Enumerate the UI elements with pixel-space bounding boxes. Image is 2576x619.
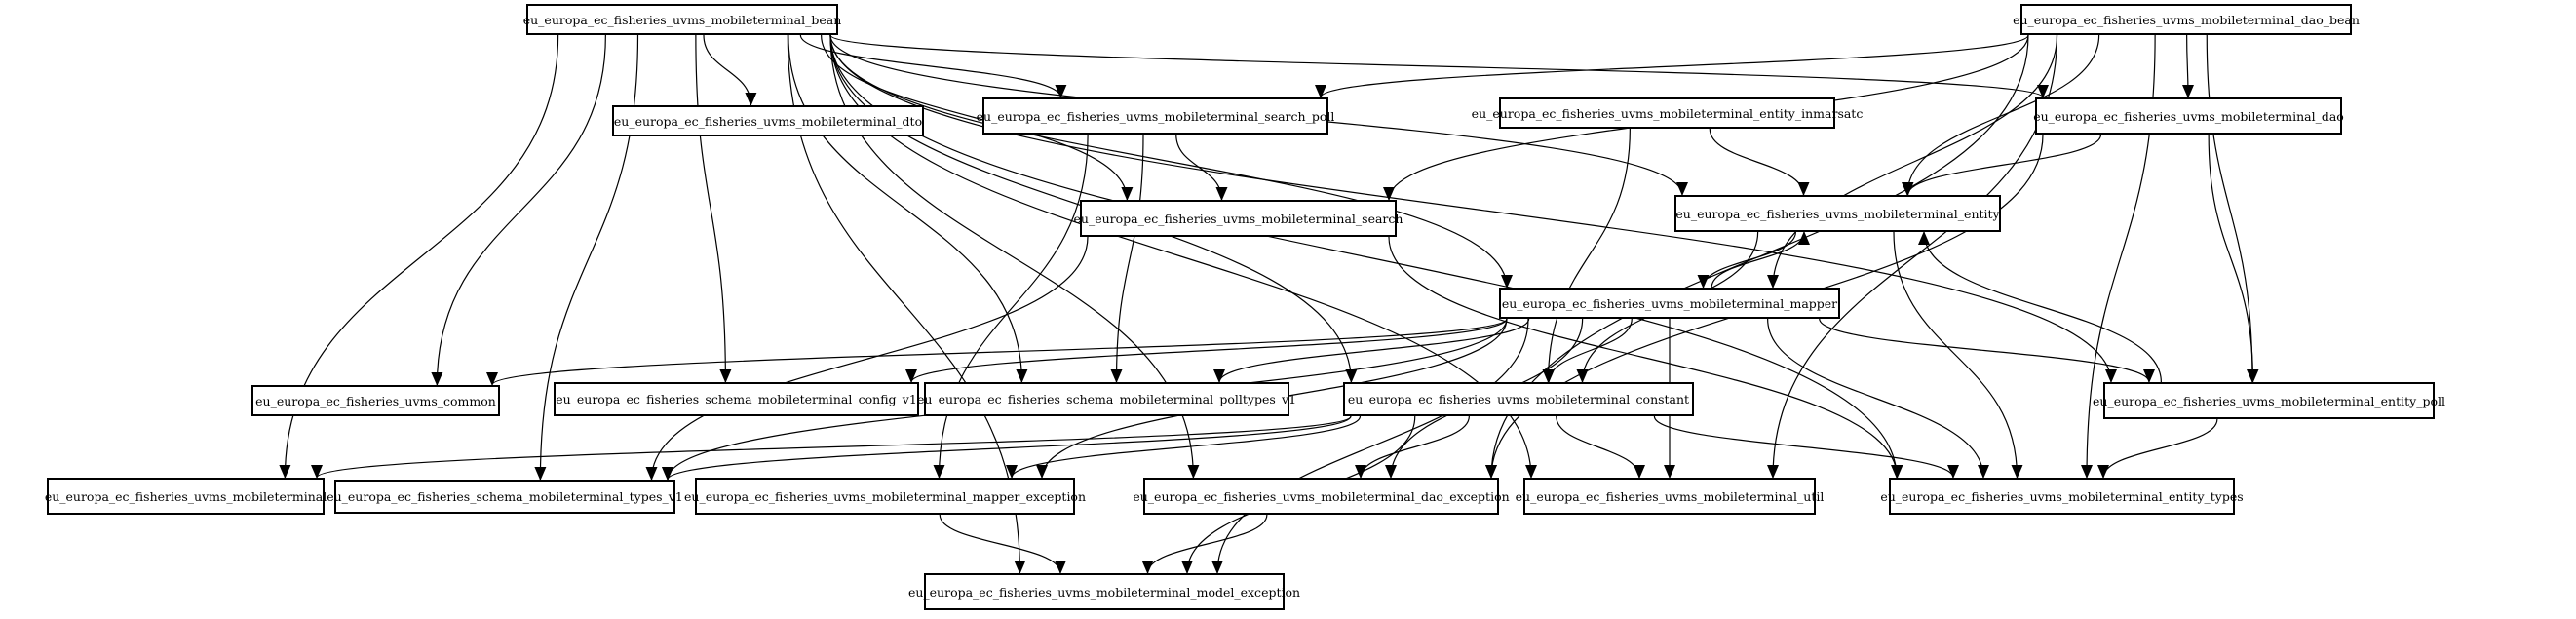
node-label: eu_europa_ec_fisheries_uvms_mobiletermin… bbox=[976, 108, 1335, 124]
node-constant: eu_europa_ec_fisheries_uvms_mobiletermin… bbox=[1343, 382, 1694, 416]
edge-dao-to-entity_poll bbox=[2208, 134, 2259, 383]
edge-search_poll-to-mapper_exception bbox=[933, 134, 1089, 479]
node-bean: eu_europa_ec_fisheries_uvms_mobiletermin… bbox=[523, 4, 841, 35]
edge-dao_bean-to-search_poll bbox=[1315, 34, 2029, 98]
edge-mapper-to-entity bbox=[1711, 231, 1810, 289]
node-config-v1: eu_europa_ec_fisheries_schema_mobileterm… bbox=[554, 382, 919, 416]
edge-search-to-entity_types bbox=[1388, 236, 1903, 479]
edge-mapper_exception-to-model_exception bbox=[939, 514, 1066, 574]
node-mobileterminal: eu_europa_ec_fisheries_uvms_mobiletermin… bbox=[44, 478, 327, 515]
node-label: eu_europa_ec_fisheries_uvms_mobiletermin… bbox=[613, 113, 923, 129]
edge-mapper-to-model_exception bbox=[1211, 318, 1529, 574]
edge-mapper-to-common bbox=[486, 318, 1508, 386]
node-label: eu_europa_ec_fisheries_uvms_mobiletermin… bbox=[1471, 105, 1864, 121]
node-mapper-exception: eu_europa_ec_fisheries_uvms_mobiletermin… bbox=[684, 478, 1086, 515]
node-label: eu_europa_ec_fisheries_uvms_mobiletermin… bbox=[2033, 108, 2344, 124]
node-label: eu_europa_ec_fisheries_uvms_mobiletermin… bbox=[684, 488, 1087, 504]
edge-constant-to-mobileterminal bbox=[311, 415, 1352, 479]
node-util: eu_europa_ec_fisheries_uvms_mobiletermin… bbox=[1516, 478, 1824, 515]
node-entity-inmarsatc: eu_europa_ec_fisheries_uvms_mobiletermin… bbox=[1472, 97, 1863, 129]
node-common: eu_europa_ec_fisheries_uvms_common bbox=[251, 385, 500, 416]
node-label: eu_europa_ec_fisheries_schema_mobileterm… bbox=[327, 489, 683, 504]
node-label: eu_europa_ec_fisheries_schema_mobileterm… bbox=[556, 392, 917, 406]
node-dto: eu_europa_ec_fisheries_uvms_mobiletermin… bbox=[612, 105, 924, 136]
node-label: eu_europa_ec_fisheries_uvms_mobiletermin… bbox=[1880, 488, 2244, 504]
edge-dao-to-entity bbox=[1902, 134, 2102, 196]
edge-entity_poll-to-entity bbox=[1918, 231, 2162, 383]
edge-entity-to-entity_types bbox=[1893, 231, 2023, 479]
edge-mapper-to-config_v1 bbox=[905, 318, 1508, 383]
node-entity: eu_europa_ec_fisheries_uvms_mobiletermin… bbox=[1674, 195, 2001, 232]
edge-dao_bean-to-entity bbox=[1902, 34, 2100, 196]
edge-dao_bean-to-entity_poll bbox=[2206, 34, 2258, 383]
node-dao-bean: eu_europa_ec_fisheries_uvms_mobiletermin… bbox=[2013, 4, 2360, 35]
edge-entity-to-mapper bbox=[1697, 231, 1796, 289]
node-label: eu_europa_ec_fisheries_schema_mobileterm… bbox=[916, 392, 1297, 406]
node-label: eu_europa_ec_fisheries_uvms_mobiletermin… bbox=[1675, 206, 2000, 221]
edge-entity_inmarsatc-to-constant bbox=[1542, 128, 1631, 383]
node-mapper: eu_europa_ec_fisheries_uvms_mobiletermin… bbox=[1499, 288, 1840, 319]
edge-entity_poll-to-entity_types bbox=[2097, 418, 2218, 479]
node-search: eu_europa_ec_fisheries_uvms_mobiletermin… bbox=[1074, 200, 1403, 237]
node-types-v1: eu_europa_ec_fisheries_schema_mobileterm… bbox=[327, 480, 683, 514]
edge-dao_exception-to-model_exception bbox=[1141, 514, 1268, 574]
node-label: eu_europa_ec_fisheries_uvms_mobiletermin… bbox=[2093, 393, 2445, 408]
node-entity-poll: eu_europa_ec_fisheries_uvms_mobiletermin… bbox=[2093, 382, 2445, 419]
node-label: eu_europa_ec_fisheries_uvms_mobiletermin… bbox=[1501, 295, 1838, 311]
edge-bean-to-common bbox=[431, 34, 606, 386]
node-label: eu_europa_ec_fisheries_uvms_mobiletermin… bbox=[1073, 211, 1403, 226]
edge-dao_bean-to-mapper bbox=[1767, 34, 2058, 289]
node-label: eu_europa_ec_fisheries_uvms_mobiletermin… bbox=[2013, 12, 2360, 27]
node-label: eu_europa_ec_fisheries_uvms_mobiletermin… bbox=[1347, 392, 1690, 406]
edge-constant-to-mapper_exception bbox=[1006, 415, 1362, 479]
node-label: eu_europa_ec_fisheries_uvms_mobiletermin… bbox=[522, 12, 842, 27]
node-search-poll: eu_europa_ec_fisheries_uvms_mobiletermin… bbox=[977, 97, 1334, 135]
node-model-exception: eu_europa_ec_fisheries_uvms_mobiletermin… bbox=[908, 573, 1300, 610]
edge-mapper-to-entity_poll bbox=[1819, 318, 2155, 383]
edge-search_poll-to-search bbox=[1175, 134, 1228, 201]
edge-constant-to-dao_exception bbox=[1355, 415, 1470, 479]
node-dao-exception: eu_europa_ec_fisheries_uvms_mobiletermin… bbox=[1133, 478, 1510, 515]
edge-bean-to-dto bbox=[703, 34, 757, 106]
edge-constant-to-util bbox=[1556, 415, 1645, 479]
node-label: eu_europa_ec_fisheries_uvms_common bbox=[255, 393, 496, 408]
edge-search-to-types_v1 bbox=[645, 236, 1089, 481]
edge-constant-to-types_v1 bbox=[662, 415, 1352, 481]
edge-bean-to-search_poll bbox=[799, 34, 1067, 98]
edge-entity_inmarsatc-to-entity bbox=[1709, 128, 1810, 196]
node-label: eu_europa_ec_fisheries_uvms_mobiletermin… bbox=[44, 488, 327, 504]
node-polltypes-v1: eu_europa_ec_fisheries_schema_mobileterm… bbox=[917, 382, 1296, 416]
edge-mapper-to-entity_types bbox=[1767, 318, 1989, 479]
edge-constant-to-entity_types bbox=[1653, 415, 1959, 479]
node-label: eu_europa_ec_fisheries_uvms_mobiletermin… bbox=[907, 584, 1301, 600]
edge-bean-to-config_v1 bbox=[695, 34, 732, 383]
edge-dao_bean-to-dao bbox=[2181, 34, 2194, 98]
edge-bean-to-mapper bbox=[829, 34, 1513, 289]
node-dao: eu_europa_ec_fisheries_uvms_mobiletermin… bbox=[2033, 97, 2344, 135]
edge-mapper-to-polltypes_v1 bbox=[1213, 318, 1530, 383]
edge-bean-to-dao bbox=[829, 34, 2049, 98]
node-label: eu_europa_ec_fisheries_uvms_mobiletermin… bbox=[1515, 488, 1825, 504]
node-label: eu_europa_ec_fisheries_uvms_mobiletermin… bbox=[1133, 488, 1510, 504]
edge-bean-to-polltypes_v1 bbox=[788, 34, 1028, 383]
node-entity-types: eu_europa_ec_fisheries_uvms_mobiletermin… bbox=[1880, 478, 2244, 515]
edge-search_poll-to-polltypes_v1 bbox=[1110, 134, 1144, 383]
edge-bean-to-entity_poll bbox=[829, 34, 2117, 383]
edge-mapper-to-constant bbox=[1543, 318, 1633, 383]
